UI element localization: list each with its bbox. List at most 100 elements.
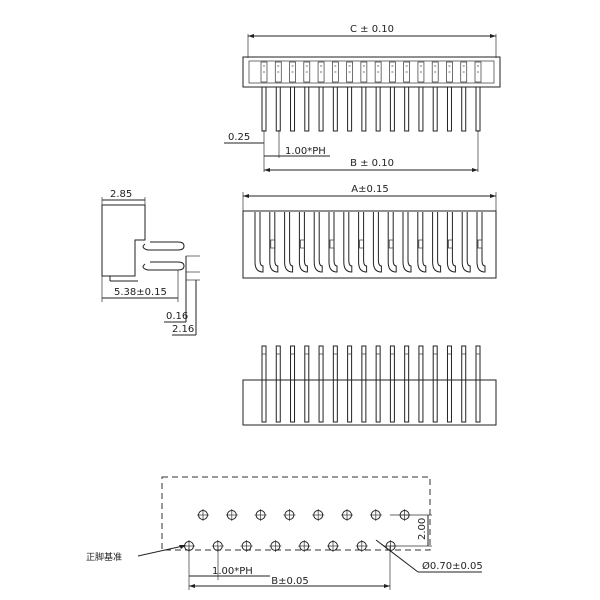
front-pin xyxy=(387,212,397,273)
top-lead xyxy=(461,86,467,132)
rear-pin xyxy=(432,345,438,423)
housing-top xyxy=(242,56,501,88)
dim-side-h1: 0.16 xyxy=(166,311,188,322)
front-pin xyxy=(372,212,382,273)
top-lead xyxy=(404,86,410,132)
front-housing xyxy=(242,210,497,279)
side-housing xyxy=(101,204,146,277)
top-contact xyxy=(303,61,311,83)
top-view: C ± 0.10 0.25 1.00*PH B ± 0.10 xyxy=(224,24,501,172)
rear-pin xyxy=(290,345,296,423)
rear-pin xyxy=(375,345,381,423)
top-contact xyxy=(260,61,268,83)
dim-c-label: C ± 0.10 xyxy=(350,24,394,35)
pin1-reference-label: 正脚基准 xyxy=(86,551,122,563)
dim-side-width: 2.85 xyxy=(110,189,132,200)
top-contact xyxy=(360,61,368,83)
dim-pcb-pitch: 1.00*PH xyxy=(212,566,253,577)
front-pin xyxy=(328,212,338,273)
top-lead xyxy=(332,86,338,132)
front-pin xyxy=(254,212,264,273)
top-contact xyxy=(460,61,468,83)
rear-pin xyxy=(404,345,410,423)
dim-b-label: B ± 0.10 xyxy=(350,158,394,169)
rear-pin xyxy=(446,345,452,423)
pcb-outline xyxy=(161,476,431,551)
rear-housing xyxy=(242,379,497,426)
rear-view xyxy=(242,345,497,426)
pcb-hole-row1 xyxy=(254,509,267,521)
top-lead xyxy=(347,86,353,132)
front-contact-mark xyxy=(388,239,394,249)
top-lead xyxy=(475,86,481,132)
rear-pin xyxy=(418,345,424,423)
rear-pin xyxy=(261,345,267,423)
top-contact xyxy=(431,61,439,83)
dim-pitch-top: 1.00*PH xyxy=(285,146,326,157)
front-pin xyxy=(298,212,308,273)
front-contact-mark xyxy=(359,239,364,249)
rear-pin xyxy=(275,345,281,423)
front-pin xyxy=(343,212,353,273)
dim-side-h2: 2.16 xyxy=(172,324,194,335)
front-pin xyxy=(432,212,442,273)
front-view: A±0.15 xyxy=(242,184,497,279)
pcb-hole-row1 xyxy=(197,509,209,521)
top-contact xyxy=(346,61,353,83)
pcb-hole-row2 xyxy=(240,540,253,552)
top-lead xyxy=(304,86,310,132)
front-pin xyxy=(446,212,456,273)
front-pin xyxy=(313,212,323,273)
top-lead xyxy=(375,86,381,132)
front-pin xyxy=(461,212,471,273)
top-lead xyxy=(418,86,424,132)
pcb-hole-row1 xyxy=(225,509,238,521)
top-lead xyxy=(432,86,438,132)
dim-a-label: A±0.15 xyxy=(351,184,389,195)
rear-pin xyxy=(332,345,338,423)
rear-pin xyxy=(475,345,481,423)
top-lead xyxy=(318,86,324,132)
top-lead xyxy=(389,86,395,132)
dim-hole: Ø0.70±0.05 xyxy=(422,560,483,572)
top-lead xyxy=(261,86,267,132)
pcb-layout: 2.00 1.00*PH B±0.05 Ø0.70±0.05 正脚基准 xyxy=(86,476,483,590)
front-pin xyxy=(417,212,427,273)
top-lead xyxy=(446,86,452,132)
rear-pin xyxy=(389,345,395,423)
top-contact xyxy=(331,61,339,83)
front-pin xyxy=(402,212,412,273)
rear-pin xyxy=(461,345,467,423)
rear-pin xyxy=(318,345,324,423)
top-contact xyxy=(417,61,425,83)
top-contact xyxy=(274,61,282,83)
pcb-hole-row1 xyxy=(341,509,353,521)
front-pin xyxy=(476,212,486,273)
pcb-hole-row2 xyxy=(298,540,311,552)
front-contact-mark xyxy=(300,239,305,249)
dim-side-length: 5.38±0.15 xyxy=(114,287,167,298)
top-contact xyxy=(389,61,396,83)
dim-pin-width: 0.25 xyxy=(228,132,250,143)
pcb-hole-row2 xyxy=(269,540,282,552)
top-lead xyxy=(275,86,281,132)
side-view: 2.85 5.38±0.15 0.16 2.16 xyxy=(101,189,200,336)
dim-pcb-b: B±0.05 xyxy=(271,576,309,587)
pcb-hole-row2 xyxy=(355,540,368,552)
front-contact-mark xyxy=(418,239,424,249)
front-pin xyxy=(358,212,368,273)
rear-pin xyxy=(361,345,367,423)
top-lead xyxy=(361,86,367,132)
front-contact-mark xyxy=(270,239,276,249)
top-contact xyxy=(446,61,453,83)
front-contact-mark xyxy=(448,239,453,249)
front-pin xyxy=(284,212,294,273)
top-lead xyxy=(290,86,296,132)
rear-pin xyxy=(347,345,353,423)
pcb-hole-row1 xyxy=(369,509,382,521)
front-pin xyxy=(269,212,279,273)
dim-row-spacing: 2.00 xyxy=(417,518,428,540)
front-contact-mark xyxy=(329,239,335,249)
